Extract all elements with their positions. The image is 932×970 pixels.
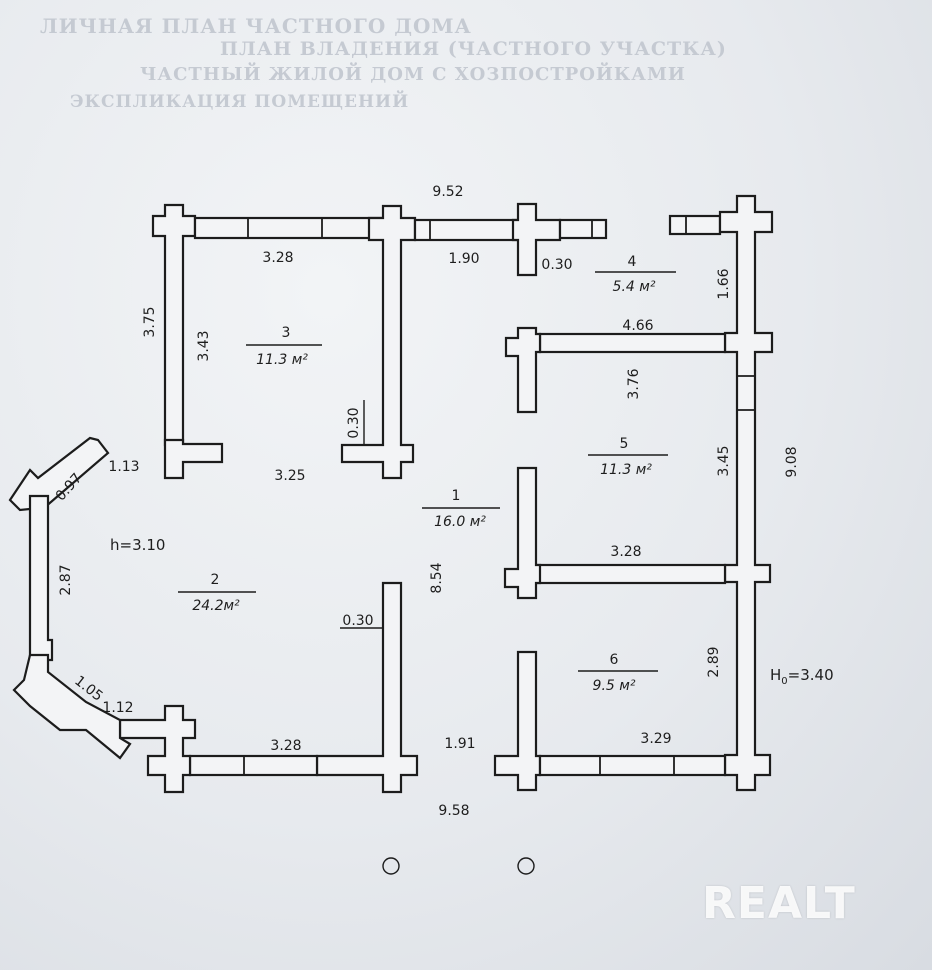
wall-top-stub xyxy=(558,218,608,240)
wall-room5-left xyxy=(503,466,542,600)
dimension-lines xyxy=(178,271,676,672)
room-5-area: 11.3 м² xyxy=(600,462,652,478)
dim-bay-side: 2.87 xyxy=(58,564,74,595)
wall-top-left-cross xyxy=(151,203,197,447)
realt-watermark-logo: REALT xyxy=(702,878,856,929)
dim-room6-width: 3.29 xyxy=(640,731,671,747)
dim-room1-width: 3.25 xyxy=(274,468,305,484)
wall-bottom-left-cross xyxy=(118,704,197,794)
dim-overall-right: 9.08 xyxy=(784,446,800,477)
dim-top-mid: 1.90 xyxy=(448,251,479,267)
dim-partition: 0.30 xyxy=(346,407,362,438)
wall-room4-left-cross xyxy=(504,326,542,414)
room-labels: 1 16.0 м² 2 24.2м² 3 11.3 м² 4 5.4 м² 5 … xyxy=(192,254,656,694)
dim-room3-outer-height: 3.75 xyxy=(142,306,158,337)
room-3-area: 11.3 м² xyxy=(256,352,308,368)
room-2-area: 24.2м² xyxy=(192,598,240,614)
wall-room5-room6 xyxy=(534,563,727,585)
dim-overall-left: 8.54 xyxy=(429,562,445,593)
wall-top-right-stub xyxy=(668,214,722,236)
wall-bottom-room6 xyxy=(538,754,727,777)
wall-bay-top-diagonal xyxy=(8,436,110,512)
dim-overall-bottom: 9.58 xyxy=(438,803,469,819)
room-4-area: 5.4 м² xyxy=(613,279,656,295)
dim-room6-height: 2.89 xyxy=(706,646,722,677)
dim-room4-width: 4.66 xyxy=(622,318,653,334)
wall-room3-left-stub xyxy=(163,438,224,480)
room-1-number: 1 xyxy=(452,488,461,504)
dim-room5-width: 3.28 xyxy=(610,544,641,560)
dim-room3-inner-height: 3.43 xyxy=(196,330,212,361)
ceiling-height-left: h=3.10 xyxy=(110,536,165,554)
wall-room4-room5 xyxy=(538,332,727,354)
wall-bay-side xyxy=(28,494,54,662)
dim-room3-width: 3.28 xyxy=(262,250,293,266)
faded-header-line-4: ЭКСПЛИКАЦИЯ ПОМЕЩЕНИЙ xyxy=(70,92,410,112)
wall-top-segment-1 xyxy=(193,216,385,240)
wall-top-cross-right xyxy=(511,202,562,277)
room-5-number: 5 xyxy=(620,436,629,452)
ceiling-height-right: H0=3.40 xyxy=(770,666,834,687)
faded-header-line-3: ЧАСТНЫЙ ЖИЛОЙ ДОМ С ХОЗПОСТРОЙКАМИ xyxy=(140,64,686,85)
dim-room5-height: 3.76 xyxy=(626,368,642,399)
dim-room4-height: 1.66 xyxy=(716,268,732,299)
room-6-area: 9.5 м² xyxy=(593,678,636,694)
dim-door-gap: 1.91 xyxy=(444,736,475,752)
room-4-number: 4 xyxy=(628,254,637,270)
faded-header-line-1: ЛИЧНАЯ ПЛАН ЧАСТНОГО ДОМА xyxy=(40,14,472,38)
dim-left-corner-top: 1.13 xyxy=(108,459,139,475)
wall-bay-bottom-diagonal xyxy=(12,653,132,760)
room-3-number: 3 xyxy=(282,325,291,341)
dimension-labels: 9.52 9.58 9.08 8.54 3.28 3.43 3.75 1.90 … xyxy=(53,184,834,819)
axis-marker-right xyxy=(517,857,535,875)
faded-header-line-2: ПЛАН ВЛАДЕНИЯ (ЧАСТНОГО УЧАСТКА) xyxy=(220,38,727,60)
dim-bay-bottom: 1.12 xyxy=(102,700,133,716)
room-1-area: 16.0 м² xyxy=(434,514,486,530)
walls xyxy=(8,194,774,794)
wall-room6-left xyxy=(493,650,542,792)
axis-marker-left xyxy=(382,857,400,875)
wall-bottom-room2 xyxy=(188,754,319,777)
room-6-number: 6 xyxy=(610,652,619,668)
dim-top-wall: 0.30 xyxy=(541,257,572,273)
dim-room2-bottom: 3.28 xyxy=(270,738,301,754)
dim-room5-right: 3.45 xyxy=(716,445,732,476)
dim-overall-top: 9.52 xyxy=(432,184,463,200)
dim-center-wall: 0.30 xyxy=(342,613,373,629)
room-2-number: 2 xyxy=(211,572,220,588)
